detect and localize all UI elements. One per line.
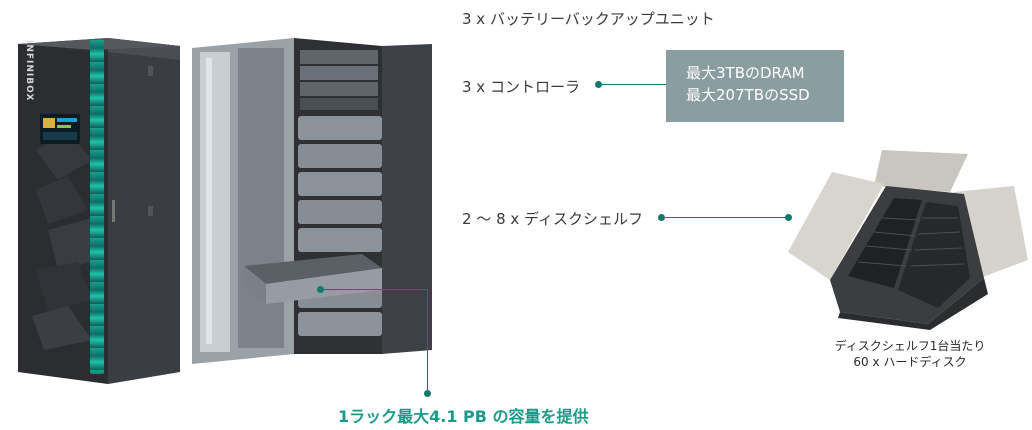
disk-shelf-caption-line2: 60 x ハードディスク — [853, 355, 967, 369]
controller-connector-dot — [595, 81, 602, 88]
shelves-connector-dot-left — [658, 214, 665, 221]
disk-shelf-image — [788, 148, 1028, 330]
controller-spec-box: 最大3TBのDRAM 最大207TBのSSD — [666, 50, 844, 122]
disk-shelf-caption-line1: ディスクシェルフ1台当たり — [834, 339, 986, 353]
controller-connector-line — [600, 84, 666, 85]
shelves-connector-line — [664, 217, 788, 218]
disk-shelf-illustration — [788, 150, 1028, 330]
open-rack-illustration — [192, 38, 432, 364]
closed-rack-illustration — [18, 38, 180, 384]
open-rack-image — [186, 38, 436, 364]
battery-label: 3 x バッテリーバックアップユニット — [462, 10, 715, 28]
capacity-connector-horizontal — [322, 289, 428, 290]
capacity-anchor-dot — [317, 286, 324, 293]
capacity-connector-dot — [424, 390, 431, 397]
disk-shelf-caption: ディスクシェルフ1台当たり 60 x ハードディスク — [800, 338, 1020, 370]
rack-led-strip — [90, 40, 104, 374]
shelves-connector-dot-right — [785, 214, 792, 221]
capacity-connector-vertical — [427, 289, 428, 393]
rack-brand-label: INFINIBOX — [24, 40, 34, 102]
ssd-spec: 最大207TBのSSD — [686, 86, 810, 104]
closed-rack-image — [8, 0, 188, 395]
dram-spec: 最大3TBのDRAM — [686, 64, 805, 82]
capacity-text: 1ラック最大4.1 PB の容量を提供 — [338, 407, 589, 426]
controller-label: 3 x コントローラ — [462, 78, 580, 96]
shelves-label: 2 〜 8 x ディスクシェルフ — [462, 210, 643, 228]
